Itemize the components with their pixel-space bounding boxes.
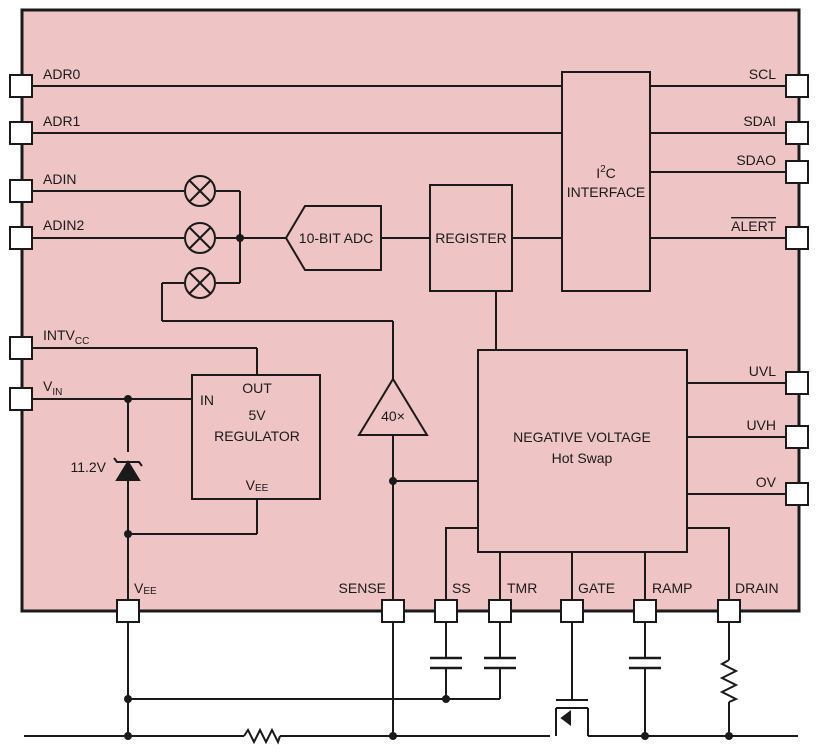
pin-adin2	[9, 226, 33, 250]
label-ss: SS	[452, 580, 471, 596]
pin-gate	[560, 599, 584, 623]
ic-package	[20, 8, 801, 613]
label-sdao: SDAO	[736, 152, 776, 168]
pin-scl	[785, 74, 809, 98]
zener-diode	[113, 457, 143, 481]
regulator-label-line2: REGULATOR	[214, 428, 300, 444]
pin-adin	[9, 179, 33, 203]
drain-resistor	[719, 659, 739, 703]
register-block	[429, 184, 513, 292]
ramp-capacitor	[629, 656, 661, 670]
junction-dots	[124, 234, 733, 740]
regulator-out-label: OUT	[242, 380, 272, 396]
sense-amplifier	[357, 377, 429, 436]
regulator-vee-label: VEE	[246, 477, 269, 494]
pin-vin	[9, 387, 33, 411]
pin-ov	[785, 482, 809, 506]
pin-uvh	[785, 425, 809, 449]
label-scl: SCL	[749, 66, 776, 82]
label-tmr: TMR	[507, 580, 537, 596]
hotswap-label-line1: NEGATIVE VOLTAGE	[513, 429, 651, 445]
adc-block	[284, 205, 382, 271]
pin-ss	[434, 599, 458, 623]
regulator-block	[191, 374, 321, 500]
label-alert: ALERT	[731, 218, 776, 234]
mux-switch-1	[184, 175, 216, 207]
label-adin2: ADIN2	[43, 217, 84, 233]
hotswap-label-line2: Hot Swap	[552, 450, 613, 466]
amp-gain-label: 40×	[381, 408, 405, 424]
label-uvh: UVH	[746, 417, 776, 433]
pin-sdao	[785, 160, 809, 184]
label-ov: OV	[756, 474, 777, 490]
label-vin: VIN	[43, 378, 62, 398]
regulator-in-label: IN	[200, 392, 214, 408]
tmr-capacitor	[484, 656, 516, 670]
label-adr1: ADR1	[43, 113, 81, 129]
pin-adr1	[9, 121, 33, 145]
label-adin: ADIN	[43, 171, 76, 187]
pin-intvcc	[9, 336, 33, 360]
pin-tmr	[488, 599, 512, 623]
pin-uvl	[785, 371, 809, 395]
pin-alert	[785, 226, 809, 250]
mux-switch-2	[184, 222, 216, 254]
adc-label: 10-BIT ADC	[299, 230, 373, 246]
pin-adr0	[9, 74, 33, 98]
label-adr0: ADR0	[43, 66, 81, 82]
label-sense: SENSE	[339, 580, 386, 596]
hot-swap-block	[477, 349, 688, 553]
mux-switch-3	[184, 267, 216, 299]
label-vee: VEE	[134, 580, 157, 597]
pin-sdai	[785, 121, 809, 145]
i2c-interface-block	[561, 71, 651, 292]
register-label: REGISTER	[435, 230, 507, 246]
pin-sense	[381, 599, 405, 623]
label-gate: GATE	[578, 580, 615, 596]
pin-vee	[116, 599, 140, 623]
zener-voltage-label: 11.2V	[70, 459, 106, 475]
mosfet	[555, 699, 589, 736]
label-intvcc: INTVCC	[43, 327, 89, 347]
pin-ramp	[633, 599, 657, 623]
wires	[24, 85, 798, 737]
label-uvl: UVL	[749, 363, 776, 379]
label-drain: DRAIN	[735, 580, 779, 596]
i2c-label-line1: I2C	[596, 164, 616, 181]
i2c-label-line2: INTERFACE	[567, 184, 646, 200]
pin-drain	[717, 599, 741, 623]
regulator-label-line1: 5V	[248, 407, 266, 423]
ss-capacitor	[430, 656, 462, 670]
label-ramp: RAMP	[652, 580, 692, 596]
sense-resistor	[243, 727, 281, 745]
label-sdai: SDAI	[743, 113, 776, 129]
